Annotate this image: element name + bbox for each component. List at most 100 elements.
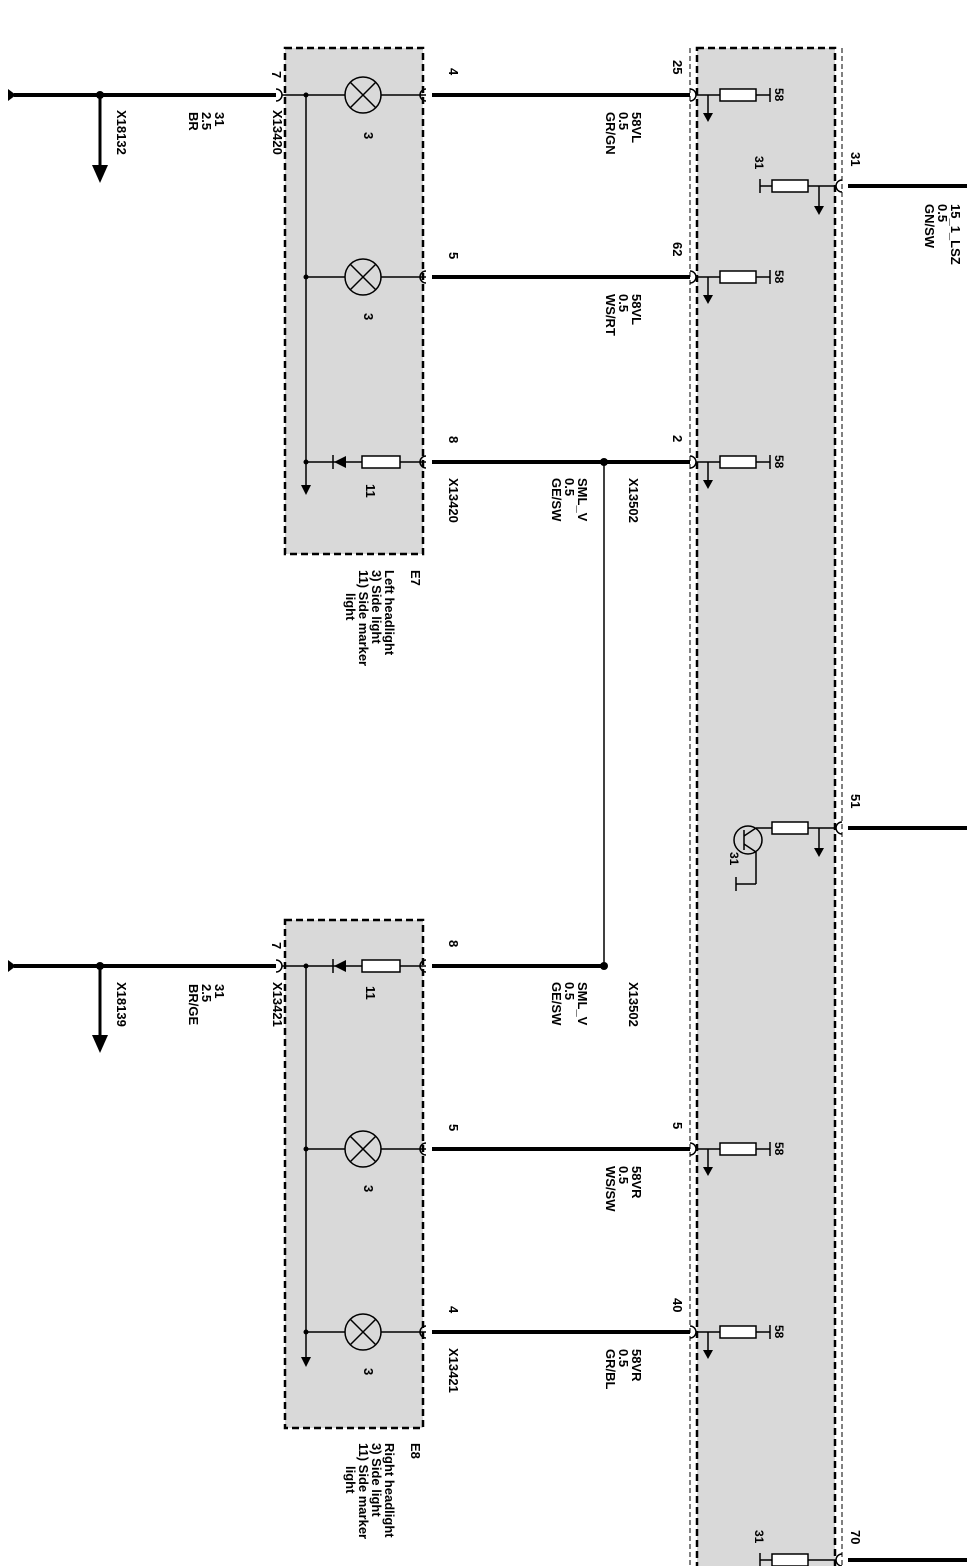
led-icon bbox=[332, 959, 346, 973]
module-pin: 62 bbox=[670, 242, 685, 256]
connector-label: X13421 bbox=[270, 982, 285, 1027]
wire-signal: SML_V bbox=[575, 478, 590, 522]
lamp-icon bbox=[344, 1130, 382, 1168]
ground-left-size: 2.5 bbox=[199, 112, 214, 130]
splice-label: X13502 bbox=[626, 478, 641, 523]
connector-label: X13420 bbox=[270, 110, 285, 155]
module-right-pin: 70 bbox=[848, 1530, 863, 1544]
wire-size: 0.5 bbox=[562, 982, 577, 1000]
connector-label: X13421 bbox=[446, 1348, 461, 1393]
wire-size: 0.5 bbox=[616, 112, 631, 130]
wire-color: WS/RT bbox=[603, 294, 618, 336]
resistor-icon bbox=[771, 1553, 809, 1566]
pin-label: 5 bbox=[446, 1124, 461, 1131]
input-stage-5 bbox=[696, 1142, 771, 1176]
wire-color: WS/SW bbox=[603, 1166, 618, 1212]
module-pin: 25 bbox=[670, 60, 685, 74]
right-headlight-item11: 11) Side marker bbox=[356, 1443, 371, 1539]
pin-label: 4 bbox=[446, 68, 461, 76]
wire-signal: 58VL bbox=[629, 112, 644, 143]
right-headlight-box bbox=[283, 918, 425, 1430]
wire-size: 0.5 bbox=[616, 1166, 631, 1184]
control-module-box bbox=[695, 46, 837, 1566]
pin-label: 8 bbox=[446, 436, 461, 443]
resistor-icon bbox=[719, 88, 757, 102]
right-headlight-item3: 3) Side light bbox=[369, 1443, 384, 1517]
resistor-icon bbox=[719, 270, 757, 284]
left-headlight-item11: 11) Side marker bbox=[356, 570, 371, 666]
ground-right-color: BR/GE bbox=[186, 984, 201, 1026]
ground-left-connector: X18132 bbox=[114, 110, 129, 155]
led-icon bbox=[332, 455, 346, 469]
resistor-icon bbox=[771, 821, 809, 835]
terminal-label: 58 bbox=[772, 270, 786, 284]
terminal-label: 58 bbox=[772, 1142, 786, 1156]
terminal-label: 58 bbox=[772, 1325, 786, 1339]
module-connectors bbox=[689, 88, 697, 1339]
left-headlight-internals bbox=[282, 76, 427, 495]
right-headlight-title: Right headlight bbox=[382, 1443, 397, 1538]
ground-left-signal: 31 bbox=[212, 112, 227, 126]
lamp-icon bbox=[344, 76, 382, 114]
led-label: 11 bbox=[363, 986, 378, 1000]
ground-label: 31 bbox=[752, 1530, 766, 1544]
module-pin: 2 bbox=[670, 435, 685, 442]
lamp-label: 3 bbox=[361, 313, 376, 320]
lamp-label: 3 bbox=[361, 1185, 376, 1192]
wire-signal: SML_V bbox=[575, 982, 590, 1026]
lamp-icon bbox=[344, 1313, 382, 1351]
pin-label: 7 bbox=[269, 71, 284, 78]
ground-right-signal: 31 bbox=[212, 984, 227, 998]
lamp-label: 3 bbox=[361, 1368, 376, 1375]
left-headlight-item3: 3) Side light bbox=[369, 570, 384, 644]
wire-color: GR/GN bbox=[603, 112, 618, 155]
output-stage-51 bbox=[733, 821, 843, 891]
input-stage-40 bbox=[696, 1325, 771, 1359]
resistor-icon bbox=[719, 1325, 757, 1339]
right-headlight-id: E8 bbox=[408, 1443, 423, 1459]
module-pin: 5 bbox=[670, 1122, 685, 1129]
module-pin: 40 bbox=[670, 1298, 685, 1312]
resistor-icon bbox=[771, 179, 809, 193]
supply-wire-signal: 15_1_LSZ bbox=[948, 204, 963, 265]
supply-wire-size: 0.5 bbox=[935, 204, 950, 222]
supply-wire-color: GN/SW bbox=[922, 204, 937, 249]
right-headlight-internals bbox=[282, 959, 427, 1367]
wire-size: 0.5 bbox=[616, 294, 631, 312]
output-stage-31 bbox=[759, 179, 843, 215]
connector-label: X13420 bbox=[446, 478, 461, 523]
left-headlight-box bbox=[283, 46, 425, 556]
ground-label: 31 bbox=[727, 852, 741, 866]
lamp-label: 3 bbox=[361, 132, 376, 139]
ground-right-size: 2.5 bbox=[199, 984, 214, 1002]
pin-label: 7 bbox=[269, 942, 284, 949]
left-headlight-title: Left headlight bbox=[382, 570, 397, 656]
ground-left-color: BR bbox=[186, 112, 201, 131]
input-stage-2 bbox=[696, 455, 771, 489]
ground-label: 31 bbox=[752, 156, 766, 170]
right-headlight-item11b: light bbox=[343, 1466, 358, 1494]
wire-size: 0.5 bbox=[562, 478, 577, 496]
pin-label: 4 bbox=[446, 1306, 461, 1314]
input-stage-25 bbox=[696, 88, 771, 122]
module-right-pin: 31 bbox=[848, 152, 863, 166]
lamp-icon bbox=[344, 258, 382, 296]
input-stage-62 bbox=[696, 270, 771, 304]
pin-label: 8 bbox=[446, 940, 461, 947]
wire-size: 0.5 bbox=[616, 1349, 631, 1367]
terminal-label: 58 bbox=[772, 88, 786, 102]
ground-right-connector: X18139 bbox=[114, 982, 129, 1027]
module-internals bbox=[696, 88, 843, 1566]
wire-color: GE/SW bbox=[549, 982, 564, 1026]
wire-signal: 58VL bbox=[629, 294, 644, 325]
wire-color: GE/SW bbox=[549, 478, 564, 522]
led-label: 11 bbox=[363, 484, 378, 498]
splice-label: X13502 bbox=[626, 982, 641, 1027]
terminal-label: 58 bbox=[772, 455, 786, 469]
module-right-pin: 51 bbox=[848, 794, 863, 808]
signal-wires bbox=[432, 93, 690, 1334]
wire-signal: 58VR bbox=[629, 1166, 644, 1199]
wire-color: GR/BL bbox=[603, 1349, 618, 1390]
transistor-icon bbox=[733, 825, 763, 855]
